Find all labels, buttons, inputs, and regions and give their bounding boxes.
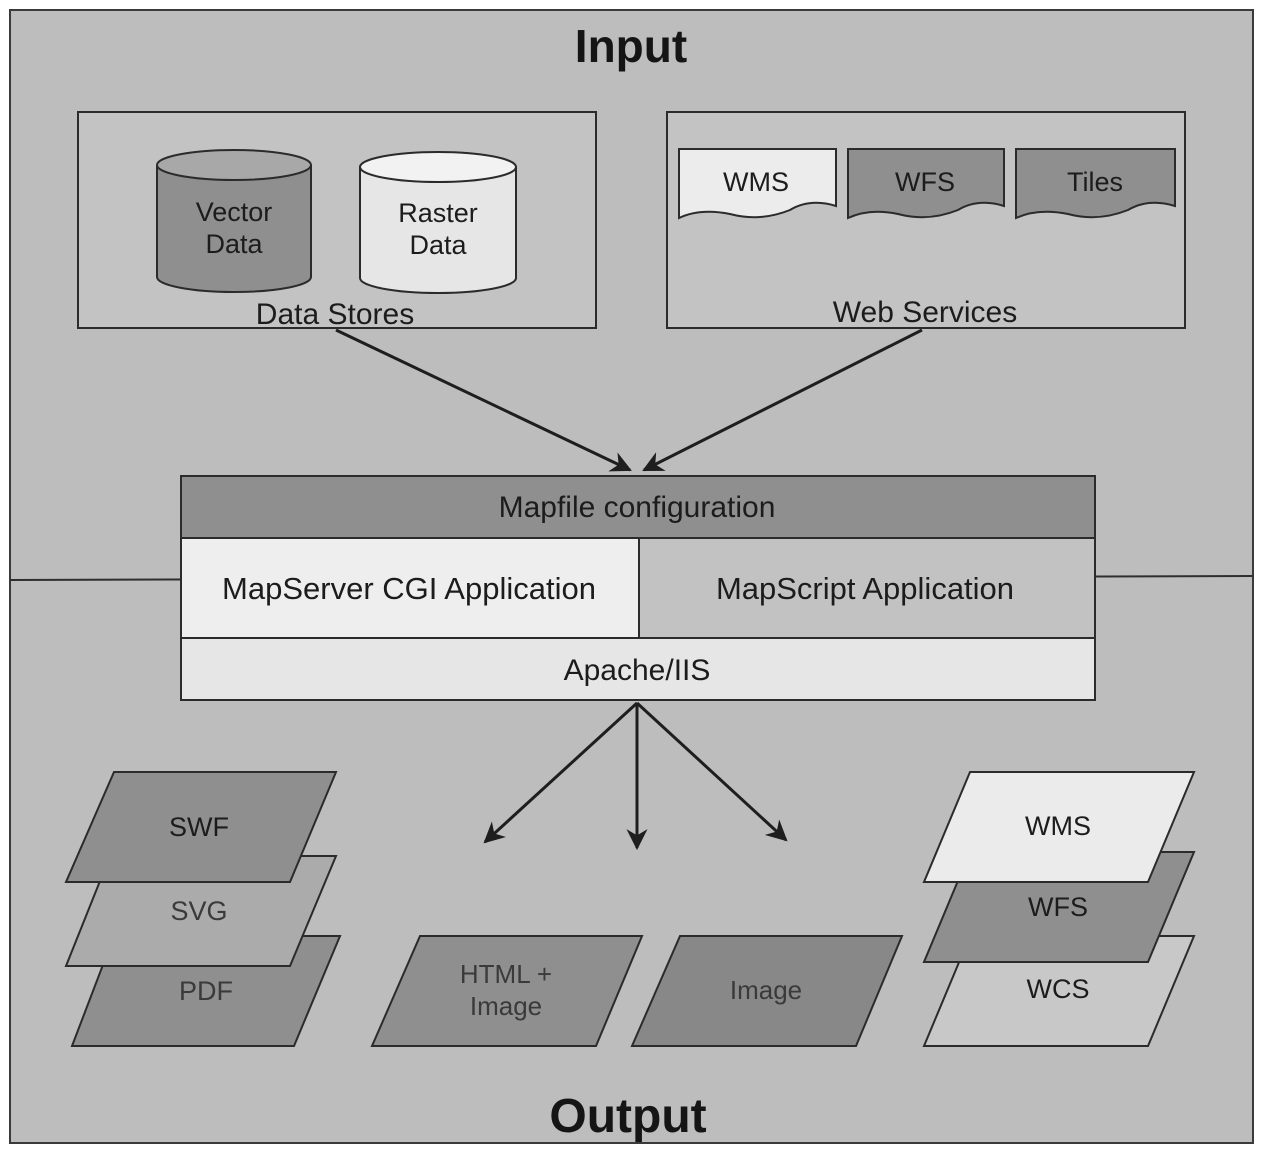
image-output-label: Image [730, 975, 802, 1005]
image-output: Image [630, 935, 904, 1047]
wfs-input-label: WFS [895, 167, 955, 197]
wms-input-label: WMS [723, 167, 789, 197]
data-stores-box [77, 111, 597, 329]
tiles-input-label: Tiles [1067, 167, 1123, 197]
input-title: Input [575, 20, 687, 72]
html-image-label-line2: Image [470, 991, 542, 1021]
arrow-to-html-image [483, 701, 639, 844]
raster-data-label-line2: Data [409, 230, 467, 260]
vector-data-label-line1: Vector [196, 197, 273, 227]
arrow-to-image [635, 701, 788, 842]
mapfile-configuration-label: Mapfile configuration [499, 491, 776, 524]
web-services-group: WMS WFS Tiles Web Services [666, 111, 1186, 329]
html-image-label-line1: HTML + [460, 959, 552, 989]
data-stores-group: Vector Data Raster Data Data Stores [77, 111, 597, 331]
swf-output-label: SWF [169, 812, 229, 842]
mapserver-cgi-label: MapServer CGI Application [222, 571, 596, 606]
mapfile-configuration-bar [180, 475, 1096, 539]
pdf-output-label: PDF [179, 976, 233, 1006]
wms-output-layer: WMS [922, 771, 1196, 883]
apache-iis-label: Apache/IIS [564, 654, 711, 687]
apache-iis-bar [180, 637, 1096, 701]
wms-input-document: WMS [678, 148, 837, 220]
svg-output-label: SVG [170, 896, 227, 926]
raster-data-cylinder: Raster Data [359, 151, 517, 294]
data-stores-caption: Data Stores [256, 298, 414, 331]
mapserver-core-stack: Mapfile configuration MapServer CGI Appl… [180, 475, 1096, 701]
wfs-input-document: WFS [847, 148, 1005, 220]
wfs-output-label: WFS [1028, 892, 1088, 922]
mapscript-box [638, 537, 1096, 639]
mapscript-label: MapScript Application [716, 571, 1014, 606]
arrow-web-services-to-mapfile [642, 328, 923, 472]
wms-output-label: WMS [1025, 811, 1091, 841]
ogc-service-stack: WCS WFS WMS [922, 771, 1196, 1047]
swf-output-layer: SWF [64, 771, 338, 883]
wcs-output-label: WCS [1027, 974, 1090, 1004]
arrow-data-stores-to-mapfile [335, 328, 632, 472]
vector-data-label-line2: Data [205, 229, 263, 259]
web-services-caption: Web Services [833, 296, 1018, 329]
vector-format-stack: PDF SVG SWF [64, 771, 342, 1047]
vector-data-cylinder: Vector Data [156, 149, 312, 293]
raster-data-label-line1: Raster [398, 198, 478, 228]
html-image-output: HTML + Image [370, 935, 644, 1047]
output-title: Output [549, 1090, 706, 1143]
tiles-input-document: Tiles [1015, 148, 1176, 220]
